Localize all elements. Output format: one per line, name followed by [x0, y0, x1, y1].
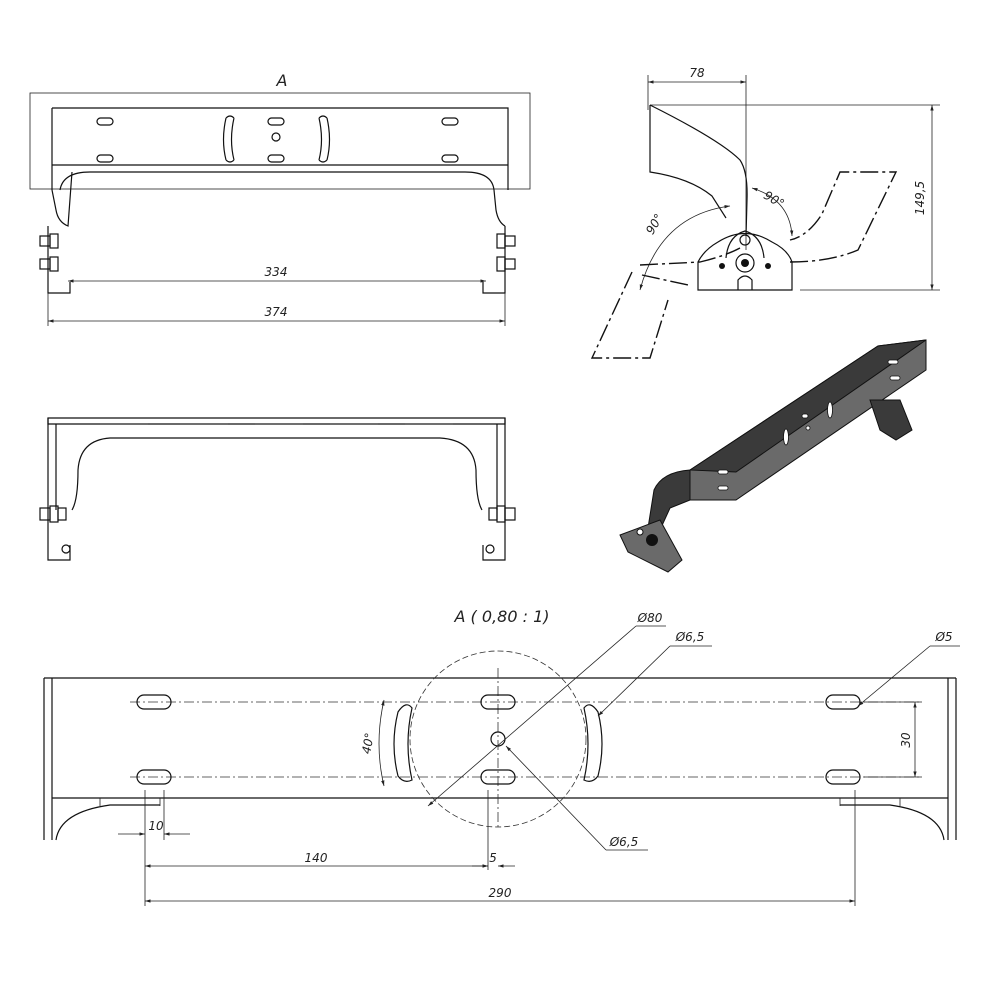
angle-arc-right [751, 187, 794, 237]
phantom-left [590, 271, 669, 359]
side-notch [737, 275, 753, 290]
angle-40: 40° [359, 732, 376, 755]
dim-149-5: 149,5 [913, 181, 927, 215]
front-arm-left [51, 171, 73, 227]
dim-30: 30 [899, 732, 913, 748]
detail-label: A ( 0,80 : 1) [454, 607, 550, 626]
detail-view: A ( 0,80 : 1) 40° Ø80 [43, 607, 960, 906]
isometric-view [619, 339, 927, 573]
phantom-right [789, 171, 898, 263]
top-view [39, 417, 516, 561]
view-a-label: A [276, 71, 288, 90]
dia-80: Ø80 [637, 611, 663, 625]
side-view: 78 149,5 90° 90° [590, 66, 940, 359]
top-bolts [39, 505, 516, 523]
view-a-frame [29, 92, 531, 190]
front-arm [59, 171, 506, 227]
front-slots [96, 115, 459, 163]
top-legs [47, 418, 506, 561]
bolt-circle [409, 650, 587, 828]
detail-plate [43, 677, 957, 840]
front-plate [51, 107, 509, 190]
top-rail [47, 417, 506, 425]
dia-6-5-top: Ø6,5 [675, 630, 705, 644]
iso-left-foot [619, 519, 683, 573]
iso-slots [717, 359, 901, 491]
detail-flanges [55, 804, 945, 841]
dia-5: Ø5 [934, 630, 952, 644]
dim-10: 10 [148, 819, 164, 833]
front-legs [47, 226, 506, 294]
dim-374: 374 [265, 305, 288, 319]
dia-6-5-bottom: Ø6,5 [609, 835, 639, 849]
front-view: A [29, 71, 531, 326]
phantom-line-1 [639, 247, 741, 266]
side-arm [649, 104, 748, 237]
angle-left: 90° [643, 211, 666, 236]
dim-290: 290 [489, 886, 512, 900]
dim-334: 334 [265, 265, 288, 279]
front-bolts [39, 233, 516, 272]
dim-78: 78 [689, 66, 705, 80]
angle-arc-left [639, 205, 731, 291]
iso-left-arm [647, 469, 691, 531]
dim-5: 5 [489, 851, 497, 865]
dim-140: 140 [305, 851, 328, 865]
side-pivot [735, 253, 755, 273]
iso-right-foot [869, 399, 913, 441]
side-plate [649, 105, 727, 219]
angle-right: 90° [761, 188, 786, 211]
top-arm [71, 437, 483, 511]
detail-slots [136, 694, 861, 785]
